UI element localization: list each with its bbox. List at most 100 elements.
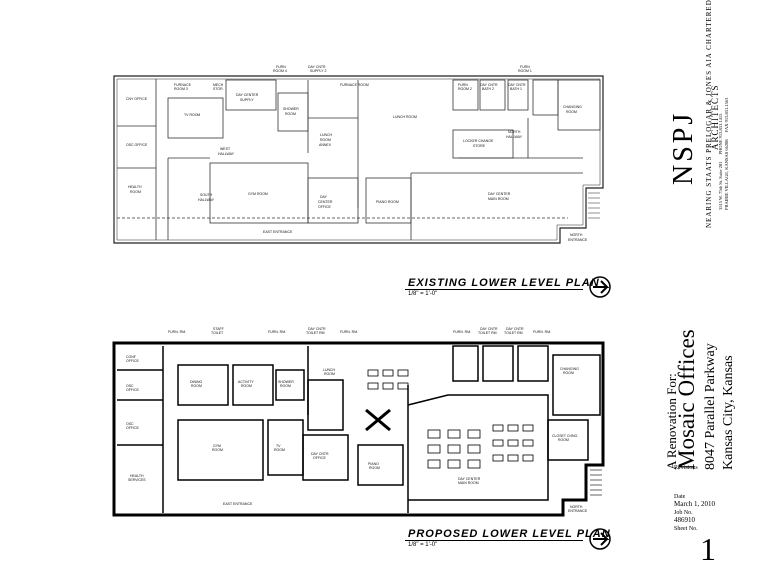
svg-text:CHANGING: CHANGING [563, 105, 582, 109]
svg-text:FURN. RM.: FURN. RM. [533, 330, 551, 334]
svg-text:BATH 1: BATH 1 [510, 87, 522, 91]
svg-text:FURN. RM.: FURN. RM. [268, 330, 286, 334]
svg-text:HALLWAY: HALLWAY [506, 135, 523, 139]
svg-text:NORTH: NORTH [570, 505, 583, 509]
svg-text:CHANGING: CHANGING [560, 367, 579, 371]
svg-text:ROOM: ROOM [324, 372, 335, 376]
svg-text:HEALTH: HEALTH [128, 185, 142, 189]
svg-text:SHOWER: SHOWER [278, 380, 294, 384]
svg-text:TOILET: TOILET [211, 331, 224, 335]
svg-text:ROOM 4: ROOM 4 [273, 69, 287, 73]
svg-text:MAIN ROOM: MAIN ROOM [488, 197, 509, 201]
svg-text:HALLWAY: HALLWAY [198, 198, 215, 202]
svg-text:TV: TV [276, 444, 281, 448]
job-value: 486910 [674, 516, 695, 524]
sheet-label: Sheet No. [674, 526, 698, 532]
svg-text:OSC: OSC [126, 384, 134, 388]
svg-text:STAFF: STAFF [213, 327, 224, 331]
svg-text:SUPPLY 2: SUPPLY 2 [310, 69, 326, 73]
svg-text:TOILET RM: TOILET RM [478, 331, 497, 335]
proposed-plan-scale: 1/8" = 1'-0" [408, 542, 438, 548]
svg-text:OSC OFFICE: OSC OFFICE [126, 143, 148, 147]
revisions-label: Revisions [674, 465, 698, 471]
svg-text:STOR.: STOR. [213, 87, 224, 91]
svg-text:DAY CNTR: DAY CNTR [308, 327, 326, 331]
date-value: March 1, 2010 [674, 500, 716, 508]
project-address-text: 8047 Parallel Parkway [703, 343, 718, 470]
svg-text:DINING: DINING [190, 380, 203, 384]
svg-text:DAY CNTR: DAY CNTR [506, 327, 524, 331]
svg-text:ROOM: ROOM [212, 448, 223, 452]
svg-text:ROOM: ROOM [130, 190, 141, 194]
svg-text:HEALTH: HEALTH [130, 474, 144, 478]
svg-text:LUNCH: LUNCH [320, 133, 333, 137]
firm-address: 3515 W. 75th St. Suite 201 PHONE 913.831… [718, 98, 729, 210]
svg-text:GYM ROOM: GYM ROOM [248, 192, 268, 196]
svg-text:CNY OFFICE: CNY OFFICE [126, 97, 148, 101]
svg-text:WEST: WEST [220, 147, 231, 151]
svg-text:EAST ENTRANCE: EAST ENTRANCE [263, 230, 293, 234]
svg-text:ROOM: ROOM [558, 438, 569, 442]
svg-text:DAY: DAY [320, 195, 328, 199]
svg-text:ROOM 2: ROOM 2 [458, 87, 472, 91]
svg-text:FURNACE: FURNACE [174, 83, 192, 87]
svg-text:ROOM: ROOM [369, 466, 380, 470]
svg-text:DAY CNTR: DAY CNTR [311, 452, 329, 456]
svg-text:BATH 2: BATH 2 [482, 87, 494, 91]
svg-text:OFFICE: OFFICE [318, 205, 331, 209]
firm-fax: FAX 913.831.1563 [723, 97, 729, 133]
svg-text:ROOM: ROOM [563, 371, 574, 375]
svg-text:TV ROOM: TV ROOM [184, 113, 200, 117]
svg-text:FURN: FURN [276, 65, 286, 69]
svg-text:ROOM: ROOM [241, 384, 252, 388]
svg-text:FURN: FURN [520, 65, 530, 69]
svg-text:SHOWER: SHOWER [283, 107, 299, 111]
north-arrow-icon [589, 528, 611, 550]
svg-text:ROOM: ROOM [280, 384, 291, 388]
svg-text:OFFICE: OFFICE [126, 388, 139, 392]
svg-text:OSC: OSC [126, 422, 134, 426]
svg-text:CENTER: CENTER [318, 200, 333, 204]
project-city: Kansas City, Kansas [719, 355, 737, 470]
svg-text:DAY CNTR: DAY CNTR [480, 83, 498, 87]
svg-text:DAY CENTER: DAY CENTER [488, 192, 511, 196]
svg-text:MAIN ROOM: MAIN ROOM [458, 481, 479, 485]
svg-text:STORE: STORE [473, 144, 486, 148]
svg-text:FURN: FURN [458, 83, 468, 87]
svg-text:OFFICE: OFFICE [126, 359, 139, 363]
svg-text:EAST ENTRANCE: EAST ENTRANCE [223, 502, 253, 506]
svg-text:OFFICE: OFFICE [126, 426, 139, 430]
svg-text:DAY CENTER: DAY CENTER [458, 477, 481, 481]
svg-text:CONF: CONF [126, 355, 136, 359]
svg-text:PIANO ROOM: PIANO ROOM [376, 200, 399, 204]
svg-text:LUNCH ROOM: LUNCH ROOM [393, 115, 417, 119]
svg-text:ROOM 1: ROOM 1 [518, 69, 532, 73]
svg-text:SOUTH: SOUTH [200, 193, 213, 197]
existing-plan-title: EXISTING LOWER LEVEL PLAN [408, 277, 600, 289]
svg-text:SERVICES: SERVICES [128, 478, 146, 482]
svg-text:PIANO: PIANO [368, 462, 379, 466]
svg-text:DAY CNTR: DAY CNTR [508, 83, 526, 87]
project-client: Mosaic Offices [674, 329, 700, 470]
svg-text:DAY CNTR: DAY CNTR [480, 327, 498, 331]
svg-text:ROOM 3: ROOM 3 [174, 87, 188, 91]
north-arrow-icon [589, 276, 611, 298]
firm-logo-text: NSPJ [668, 110, 699, 185]
sheet-number: 1 [700, 531, 716, 567]
svg-text:LUNCH: LUNCH [323, 368, 336, 372]
svg-text:TOILET RM: TOILET RM [306, 331, 325, 335]
svg-text:ROOM: ROOM [566, 110, 577, 114]
title-underline [405, 289, 583, 290]
svg-text:ENTRANCE: ENTRANCE [568, 238, 588, 242]
svg-text:FURN. RM.: FURN. RM. [168, 330, 186, 334]
date-label: Date [674, 494, 686, 500]
project-client-text: Mosaic Offices [674, 329, 699, 470]
svg-text:FURN. RM.: FURN. RM. [453, 330, 471, 334]
firm-address-line1: 3515 W. 75th St. Suite 201 [718, 161, 723, 210]
firm-address-line2: PRAIRIE VILLAGE, KANSAS 66208 [723, 139, 729, 210]
svg-text:ROOM: ROOM [285, 112, 296, 116]
svg-text:ACTIVITY: ACTIVITY [238, 380, 254, 384]
svg-text:TOILET RM: TOILET RM [504, 331, 523, 335]
